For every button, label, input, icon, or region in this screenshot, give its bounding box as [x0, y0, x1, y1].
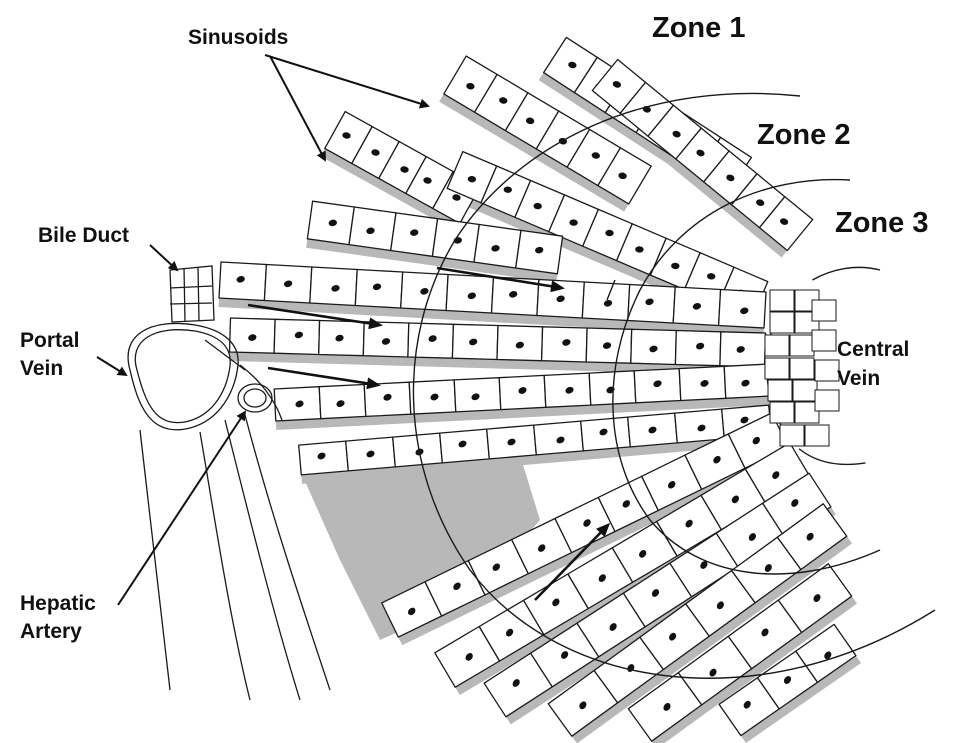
bile-duct-cells	[170, 266, 214, 322]
central-vein-cell	[765, 358, 789, 379]
hepatic-artery-label-line1: Hepatic	[20, 592, 96, 615]
bile-duct-label: Bile Duct	[38, 224, 129, 247]
bile-duct-pointer	[150, 245, 177, 270]
central-vein-cell	[812, 330, 836, 351]
hepatic-artery-pointer	[118, 412, 245, 605]
central-vein-cell	[770, 290, 794, 311]
central-vein-cell	[780, 425, 804, 446]
central-vein-cell	[770, 312, 794, 333]
portal-vein-pointer	[97, 357, 126, 375]
central-vein-cell	[815, 360, 839, 381]
central-vein	[765, 290, 839, 446]
central-vein-cell	[770, 402, 794, 423]
central-vein-cell	[790, 335, 814, 356]
central-vein-cell	[793, 380, 817, 401]
central-vein-cell	[765, 335, 789, 356]
portal-vein-outline-inner	[135, 330, 230, 423]
sinusoids-pointer-1	[265, 55, 428, 106]
hepatic-artery-vessel	[238, 384, 272, 412]
central-vein-cell	[768, 380, 792, 401]
portal-vein-label-line1: Portal	[20, 329, 80, 352]
zone1-label: Zone 1	[652, 12, 745, 44]
central-vein-cell	[812, 300, 836, 321]
hepatic-artery-vessel-inner	[244, 389, 266, 407]
hepatic-artery-label-line2: Artery	[20, 620, 82, 643]
central-vein-cell	[790, 358, 814, 379]
central-vein-label-line1: Central	[837, 338, 909, 361]
sinusoids-label: Sinusoids	[188, 26, 288, 49]
portal-vein-label-line2: Vein	[20, 357, 63, 380]
central-vein-label-line2: Vein	[837, 367, 880, 390]
zone2-label: Zone 2	[757, 119, 850, 151]
zone3-label: Zone 3	[835, 207, 928, 239]
central-vein-cell	[805, 425, 829, 446]
central-vein-cell	[815, 390, 839, 411]
flow-arrow-middle	[268, 368, 378, 385]
